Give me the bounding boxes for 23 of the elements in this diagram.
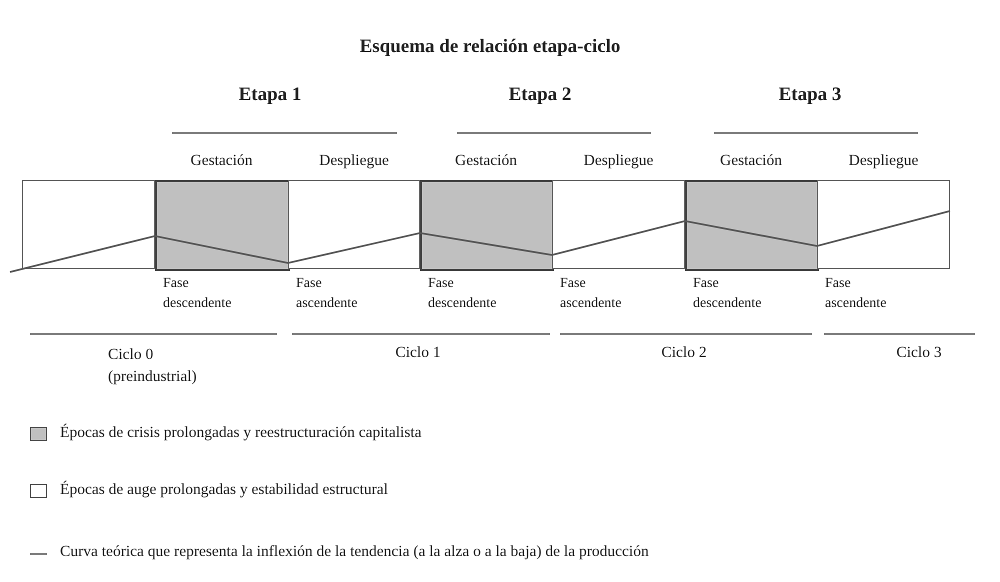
period-heading: Gestación [719, 152, 783, 170]
cycle-label: Ciclo 1 [394, 344, 442, 362]
legend-text: Épocas de crisis prolongadas y reestructuración capitalista [60, 424, 422, 442]
period-heading: Gestación [454, 152, 518, 170]
phase-label: Fase ascendente [825, 275, 888, 313]
diagram-title: Esquema de relación etapa-ciclo [358, 36, 622, 58]
stage-label: Etapa 3 [778, 84, 842, 106]
phase-label: Fase descendente [163, 275, 232, 313]
phase-label: Fase ascendente [560, 275, 622, 313]
period-heading: Despliegue [582, 152, 654, 170]
period-heading: Gestación [190, 152, 254, 170]
period-heading: Despliegue [318, 152, 390, 170]
cycle-label: Ciclo 0 (preindustrial) [108, 345, 198, 387]
stage-label: Etapa 1 [238, 84, 302, 106]
phase-label: Fase descendente [693, 275, 762, 313]
phase-label: Fase ascendente [296, 275, 358, 313]
cycle-label: Ciclo 3 [895, 344, 943, 362]
period-heading: Despliegue [848, 152, 920, 170]
phase-label: Fase descendente [428, 275, 498, 313]
stage-label: Etapa 2 [508, 84, 572, 106]
cycle-label: Ciclo 2 [660, 344, 708, 362]
legend-text: Épocas de auge prolongadas y estabilidad estructural [60, 481, 388, 499]
legend-text: Curva teórica que representa la inflexión de la tendencia (a la alza o a la baja) de la producción [60, 543, 649, 561]
